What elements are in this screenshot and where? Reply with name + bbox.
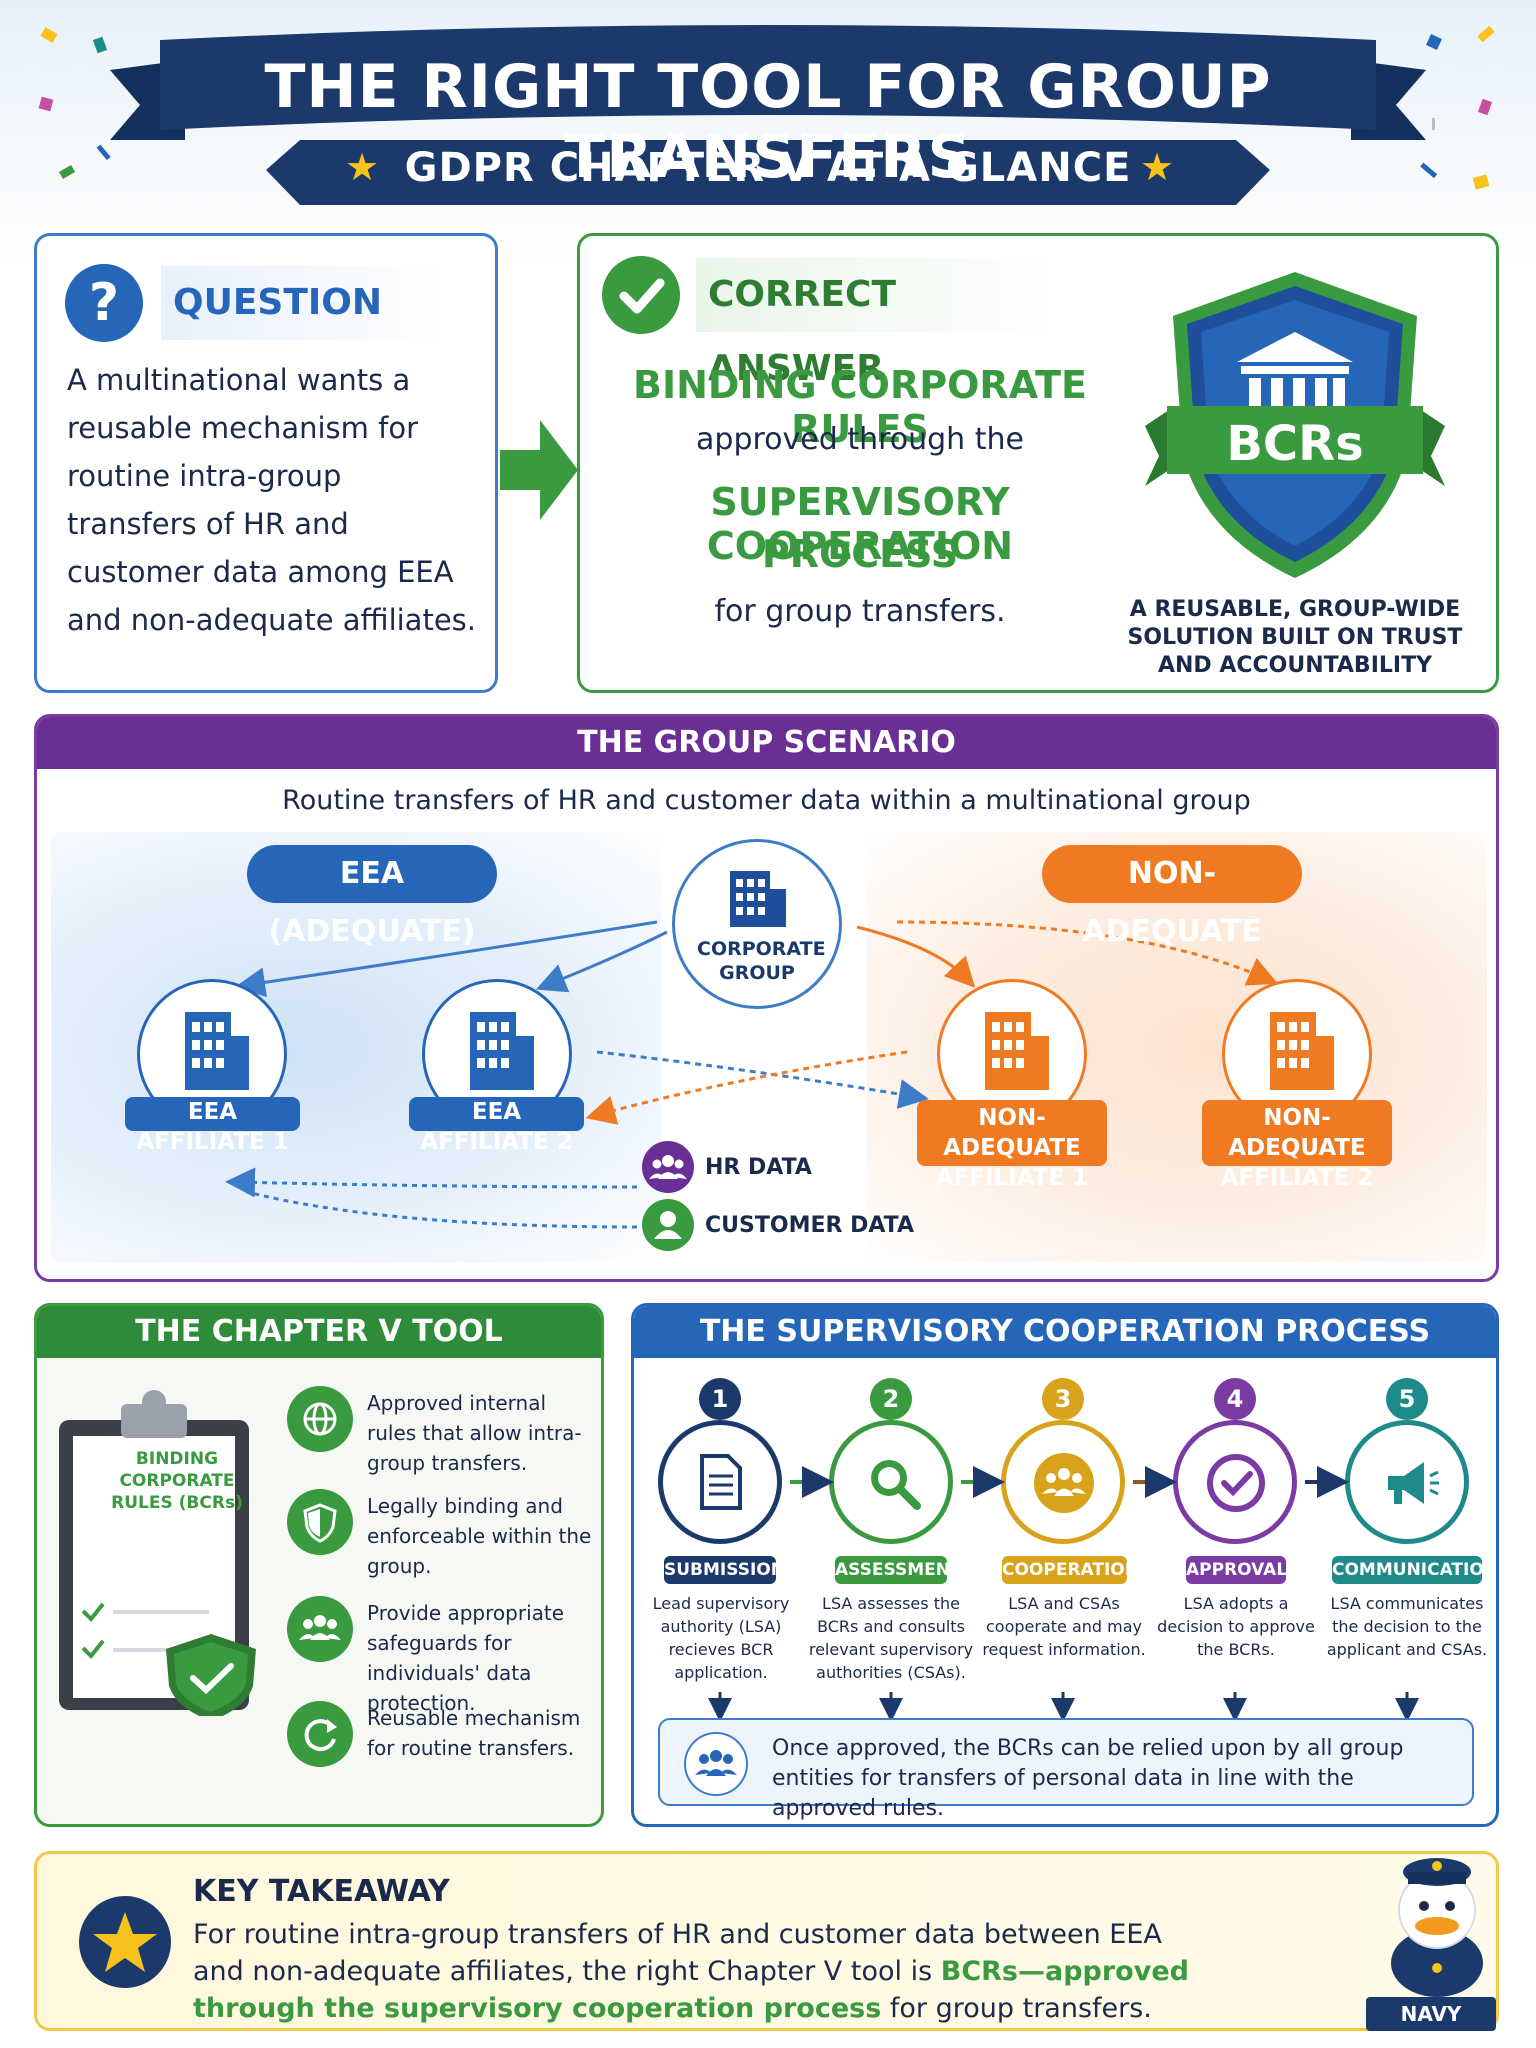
non-adequate-affiliate-2-label: NON-ADEQUATE AFFILIATE 2 — [1202, 1100, 1392, 1191]
answer-line-supervisory: SUPERVISORY COOPERATION — [706, 480, 1014, 568]
page-subtitle: GDPR CHAPTER V AT A GLANCE — [404, 145, 1132, 191]
takeaway-body-end: for group transfers. — [881, 1993, 1152, 2024]
supervisory-process-panel: THE SUPERVISORY COOPERATION PROCESS 1 SU… — [631, 1303, 1499, 1827]
hr-data-icon — [642, 1141, 694, 1193]
hr-data-label: HR DATA — [705, 1155, 812, 1180]
process-heading: THE SUPERVISORY COOPERATION PROCESS — [634, 1306, 1496, 1358]
answer-card: CORRECT ANSWER BINDING CORPORATE RULES a… — [577, 233, 1499, 693]
step-description: LSA adopts a decision to approve the BCR… — [1157, 1594, 1315, 1659]
step-number: 2 — [870, 1378, 912, 1420]
title-banner: THE RIGHT TOOL FOR GROUP TRANSFERS ★ GDP… — [0, 0, 1536, 215]
step-assessment — [829, 1420, 953, 1544]
check-icon — [602, 256, 680, 334]
non-adequate-region-pill: NON-ADEQUATE — [1042, 845, 1302, 949]
megaphone-icon — [1388, 1462, 1439, 1504]
data-flow-arrows — [225, 920, 1278, 1229]
takeaway-body: For routine intra-group transfers of HR … — [193, 1916, 1193, 2027]
step-description: Lead supervisory authority (LSA) recieve… — [652, 1594, 790, 1682]
people-icon — [287, 1596, 353, 1662]
group-scenario-panel: THE GROUP SCENARIO Routine transfers of … — [34, 714, 1499, 1282]
chapter-v-tool-panel: THE CHAPTER V TOOL BINDING CORPORATE RUL… — [34, 1303, 604, 1827]
non-adequate-affiliate-1-label: NON-ADEQUATE AFFILIATE 1 — [917, 1100, 1107, 1191]
takeaway-heading: KEY TAKEAWAY — [193, 1874, 450, 1909]
step-number: 5 — [1386, 1378, 1428, 1420]
step-submission — [658, 1420, 782, 1544]
step-number: 3 — [1042, 1378, 1084, 1420]
building-icon — [730, 871, 786, 927]
step-label: COMMUNICATION — [1332, 1556, 1496, 1584]
approval-note-text: Once approved, the BCRs can be relied up… — [772, 1736, 1404, 1821]
question-card: ? QUESTION A multinational wants a reusa… — [34, 233, 498, 693]
step-arrows — [708, 1466, 1419, 1722]
page-title: THE RIGHT TOOL FOR GROUP TRANSFERS — [264, 52, 1272, 192]
star-icon: ★ — [1140, 145, 1175, 189]
customer-data-icon — [642, 1199, 694, 1251]
institution-shield-icon — [1145, 272, 1445, 578]
tool-item-text: Reusable mechanism for routine transfers… — [367, 1706, 581, 1760]
customer-data-label: CUSTOMER DATA — [705, 1213, 914, 1238]
step-label: COOPERATION — [1002, 1556, 1139, 1584]
magnifier-icon — [871, 1460, 921, 1510]
answer-heading: CORRECT ANSWER — [696, 258, 1056, 389]
answer-line-group: for group transfers. — [714, 594, 1006, 629]
answer-line-approved: approved through the — [696, 422, 1024, 457]
step-description: LSA assesses the BCRs and consults relev… — [808, 1594, 974, 1682]
tool-item-text: Provide appropriate safeguards for indiv… — [367, 1601, 565, 1715]
refresh-icon — [287, 1701, 353, 1767]
scenario-subtitle: Routine transfers of HR and customer dat… — [282, 785, 1251, 816]
building-icon — [185, 1012, 249, 1090]
question-body: A multinational wants a reusable mechani… — [67, 363, 476, 637]
bcr-caption: A REUSABLE, GROUP-WIDE SOLUTION BUILT ON… — [1127, 597, 1463, 678]
step-description: LSA and CSAs cooperate and may request i… — [982, 1594, 1146, 1659]
clipboard-icon — [59, 1390, 256, 1716]
step-number: 1 — [699, 1378, 741, 1420]
duck-mascot-icon — [1391, 1858, 1483, 1997]
group-icon — [684, 1732, 748, 1796]
shield-icon — [287, 1489, 353, 1555]
answer-line-process: PROCESS — [761, 532, 959, 576]
eea-affiliate-2-label: EEA AFFILIATE 2 — [409, 1097, 584, 1155]
clipboard-label: BINDING CORPORATE RULES (BCRs) — [111, 1449, 243, 1513]
globe-icon — [287, 1386, 353, 1452]
banner-ribbon — [38, 25, 1495, 205]
star-icon: ★ — [345, 145, 380, 189]
tool-item-text: Approved internal rules that allow intra… — [367, 1391, 582, 1475]
bcr-badge-text: BCRs — [1226, 416, 1364, 472]
right-arrow-icon — [500, 420, 578, 520]
corporate-group-label: CORPORATE GROUP — [697, 938, 826, 984]
tool-item-text: Legally binding and enforceable within t… — [367, 1494, 592, 1578]
team-icon — [1034, 1453, 1094, 1513]
document-icon — [700, 1454, 742, 1510]
question-icon: ? — [65, 264, 143, 342]
building-icon — [1270, 1012, 1334, 1090]
confetti-decoration — [38, 25, 1495, 190]
eea-region-pill: EEA (ADEQUATE) — [247, 845, 497, 949]
step-description: LSA communicates the decision to the app… — [1326, 1594, 1488, 1659]
eea-affiliate-1-label: EEA AFFILIATE 1 — [125, 1097, 300, 1155]
step-label: SUBMISSION — [664, 1556, 785, 1584]
approval-note: Once approved, the BCRs can be relied up… — [658, 1718, 1474, 1821]
answer-line-bcr: BINDING CORPORATE RULES — [632, 363, 1087, 451]
takeaway-body-start: For routine intra-group transfers of HR … — [193, 1919, 1162, 1987]
key-takeaway-panel: KEY TAKEAWAY For routine intra-group tra… — [34, 1851, 1499, 2031]
star-icon — [79, 1896, 171, 1988]
building-icon — [470, 1012, 534, 1090]
tool-heading: THE CHAPTER V TOOL — [37, 1306, 601, 1358]
step-number: 4 — [1214, 1378, 1256, 1420]
step-label: APPROVAL — [1186, 1556, 1287, 1584]
building-icon — [985, 1012, 1049, 1090]
scenario-heading: THE GROUP SCENARIO — [37, 717, 1496, 769]
approval-check-icon — [1207, 1454, 1265, 1512]
step-label: ASSESSMENT — [835, 1556, 962, 1584]
takeaway-highlight: BCRs—approved through the supervisory co… — [193, 1956, 1189, 2024]
question-heading: QUESTION — [161, 266, 441, 340]
mascot-label: NAVY DUCK — [1366, 1997, 1496, 2048]
